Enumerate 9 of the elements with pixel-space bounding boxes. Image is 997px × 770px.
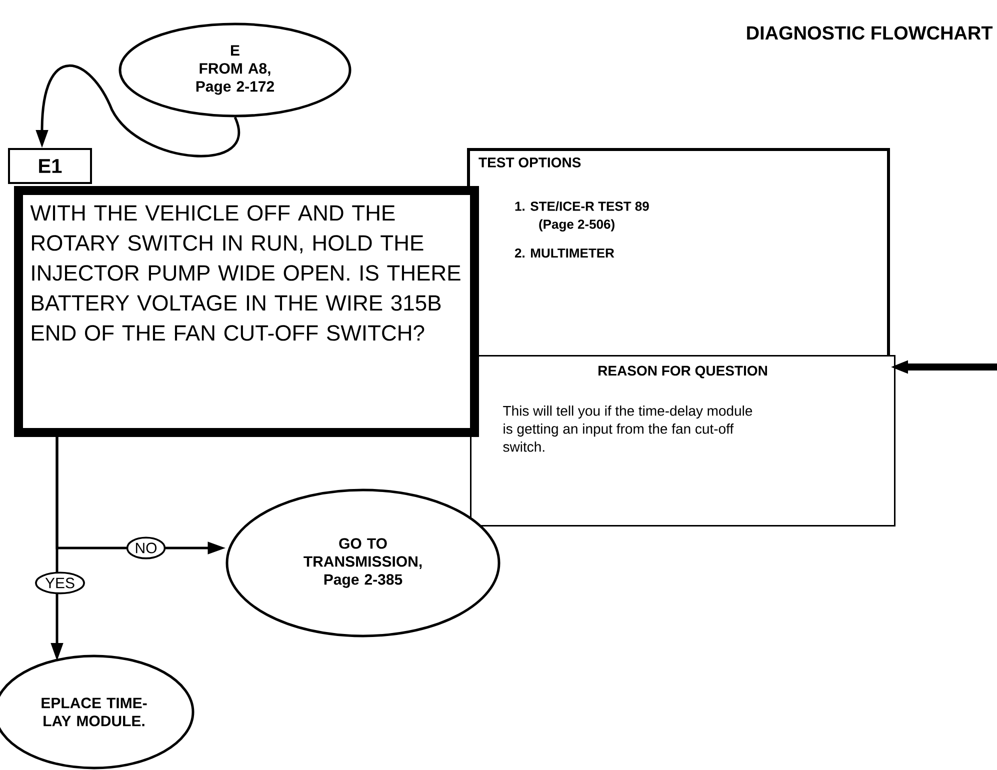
test-options-box: TEST OPTIONS 1. STE/ICE-R TEST 89 (Page 2-506) 2. MULTIMETER xyxy=(467,148,890,367)
edge-label: NO xyxy=(126,536,166,560)
terminal-oval: E FROM A8, Page 2-172 xyxy=(118,22,352,118)
title: DIAGNOSTIC FLOWCHART xyxy=(747,26,993,40)
reason-box: REASON FOR QUESTION This will tell you if the time-delay module is getting an input from the fan cut-off switch. xyxy=(470,355,896,526)
step-tab: E1 xyxy=(8,148,92,184)
question-box: WITH THE VEHICLE OFF AND THE ROTARY SWITCH IN RUN, HOLD THE INJECTOR PUMP WIDE OPEN. IS THERE BATTERY VOLTAGE IN THE WIRE 315B END OF THE FAN CUT-OFF SWITCH? xyxy=(14,186,479,437)
edge-label: YES xyxy=(35,572,85,594)
terminal-oval: GO TO TRANSMISSION, Page 2-385 xyxy=(226,488,500,638)
